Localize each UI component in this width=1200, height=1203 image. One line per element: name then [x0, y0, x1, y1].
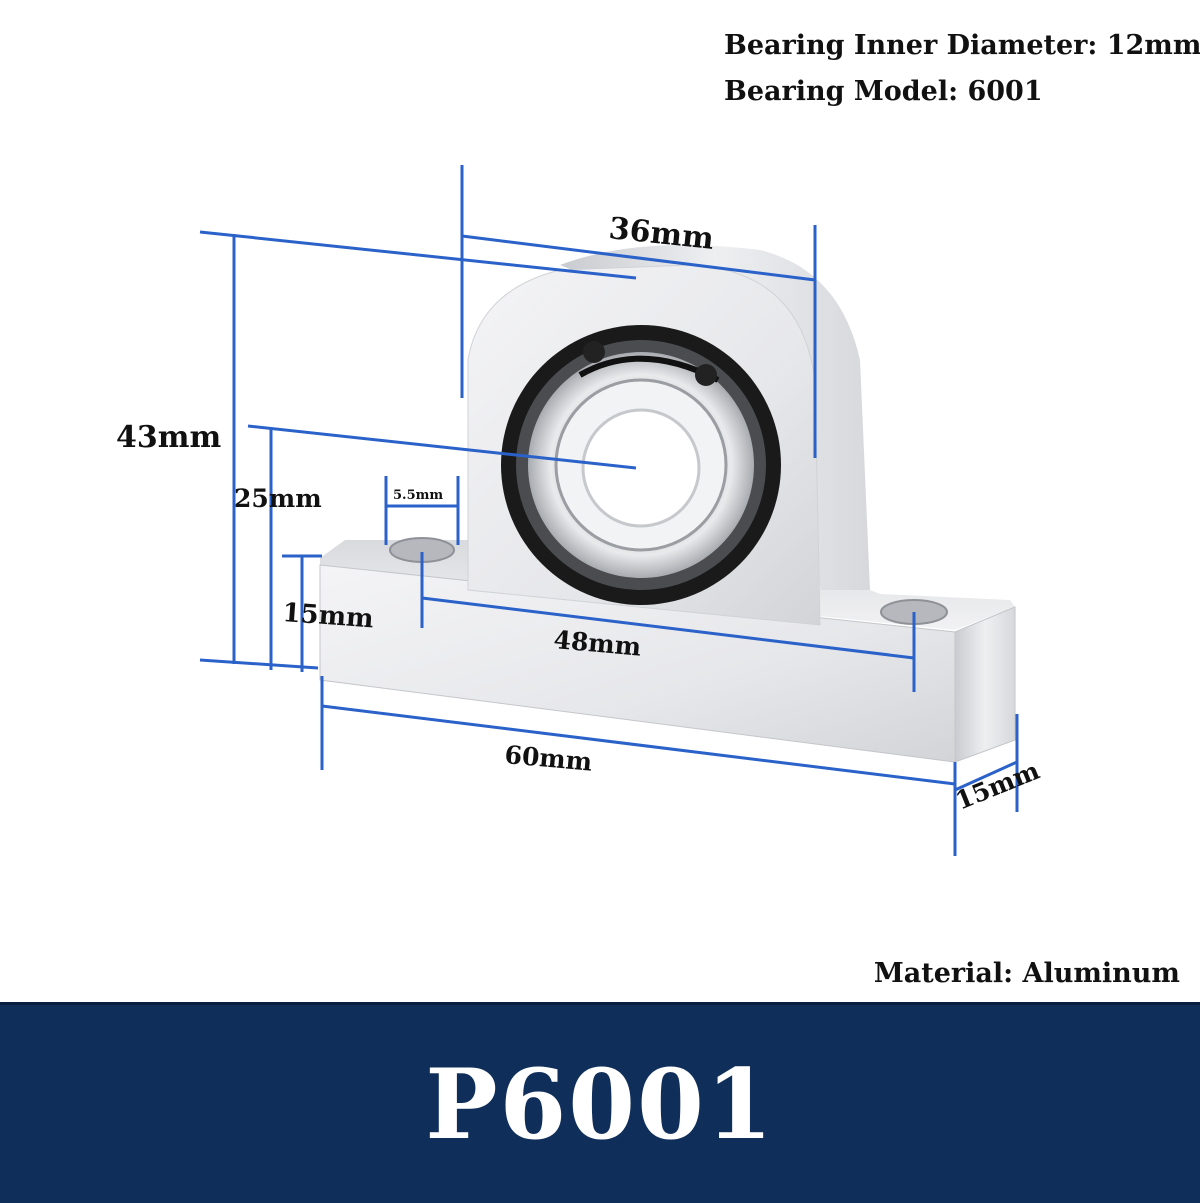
model-name: P6001 [425, 1047, 775, 1161]
clip-hole-right [695, 364, 717, 386]
bearing [501, 325, 781, 605]
spec-inner-diameter: Bearing Inner Diameter: 12mm [724, 30, 1200, 61]
dim-15d-line [954, 760, 1018, 792]
dim-43-bottom-ext [199, 658, 319, 670]
spec-material: Material: Aluminum [873, 958, 1180, 989]
dim-60-line [321, 704, 956, 786]
clip-hole-left [583, 341, 605, 363]
dim-label-total-height: 43mm [116, 420, 221, 455]
spec-bearing-model: Bearing Model: 6001 [724, 76, 1043, 107]
dim-43-top-ext [199, 230, 637, 280]
dim-label-hole-diameter: 5.5mm [393, 488, 443, 503]
dim-label-base-length: 60mm [503, 740, 593, 777]
dim-label-base-height: 15mm [282, 598, 375, 634]
dim-48-line [421, 596, 915, 660]
bearing-bore [581, 408, 701, 528]
dim-label-center-height: 25mm [234, 484, 322, 513]
dimension-lines [199, 165, 1019, 856]
dim-36-line [461, 234, 816, 282]
model-banner: P6001 [0, 1002, 1200, 1203]
base-right-face [954, 606, 1016, 763]
pillow-block-drawing: 36mm 43mm 25mm 5.5mm 15mm 48mm 60mm 15mm [116, 165, 1044, 856]
dim-25-top-ext [247, 424, 637, 470]
dim-label-depth: 15mm [951, 756, 1043, 816]
